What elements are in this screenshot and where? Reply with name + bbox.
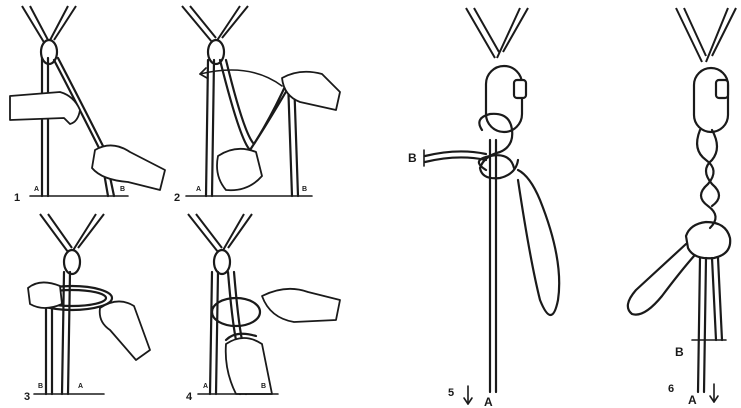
end-label-b-1: B: [120, 186, 125, 193]
hand-right-3: [100, 301, 150, 360]
sling-1: [22, 6, 76, 44]
sling-3: [40, 214, 104, 252]
sling-2: [182, 6, 248, 42]
step-number-4: 4: [186, 391, 193, 403]
hand-lower-2: [217, 149, 262, 190]
carabiner-gate-5: [514, 80, 526, 98]
end-label-b-6: B: [675, 345, 684, 359]
end-label-b-5: B: [408, 151, 417, 165]
carabiner-6: [694, 68, 728, 132]
step-number-3: 3: [24, 391, 30, 403]
step-number-1: 1: [14, 192, 20, 204]
end-label-a-4: A: [203, 383, 208, 390]
panel-step-1: 1 A B: [10, 6, 165, 204]
hand-right-4: [262, 289, 340, 322]
panel-step-2: 2 A B: [174, 6, 340, 204]
step-number-6: 6: [668, 383, 674, 395]
end-label-a-6: A: [688, 393, 697, 407]
end-label-a-1: A: [34, 186, 39, 193]
rope-strand-a-1: [42, 58, 48, 196]
end-label-b-2: B: [302, 186, 307, 193]
sling-5: [466, 8, 528, 58]
rope-loop-6: [628, 244, 694, 315]
end-label-a-5: A: [484, 395, 493, 408]
carabiner-3: [64, 250, 80, 274]
end-label-b-4: B: [261, 383, 266, 390]
sling-4: [188, 214, 252, 252]
panel-step-6: 6 B A: [628, 8, 736, 407]
carabiner-gate-6: [716, 80, 728, 98]
end-label-a-3: A: [78, 383, 83, 390]
hand-left-1: [10, 92, 80, 124]
panel-step-5: 5 B A: [408, 8, 559, 408]
step-number-2: 2: [174, 192, 180, 204]
rope-strand-a-2: [206, 60, 214, 196]
knot-chain-6: [697, 130, 715, 228]
hand-upper-2: [282, 72, 340, 110]
carabiner-4: [214, 250, 230, 274]
panel-step-4: 4 A B: [186, 214, 340, 403]
panel-step-3: 3 B A: [24, 214, 150, 403]
end-label-a-2: A: [196, 186, 201, 193]
rope-loop-5: [518, 170, 559, 315]
carabiner-2: [208, 40, 224, 64]
rope-strand-a-6: [698, 258, 706, 392]
rope-end-b-5: [425, 151, 486, 162]
sling-6: [676, 8, 736, 62]
hand-right-1: [92, 145, 165, 190]
end-label-b-3: B: [38, 383, 43, 390]
hand-left-3: [28, 282, 62, 308]
step-number-5: 5: [448, 387, 454, 399]
motion-arrow-2: [200, 70, 282, 86]
rope-strand-a-4: [210, 272, 218, 394]
knot-main-6: [686, 222, 730, 258]
rope-end-b-6: [712, 258, 722, 340]
